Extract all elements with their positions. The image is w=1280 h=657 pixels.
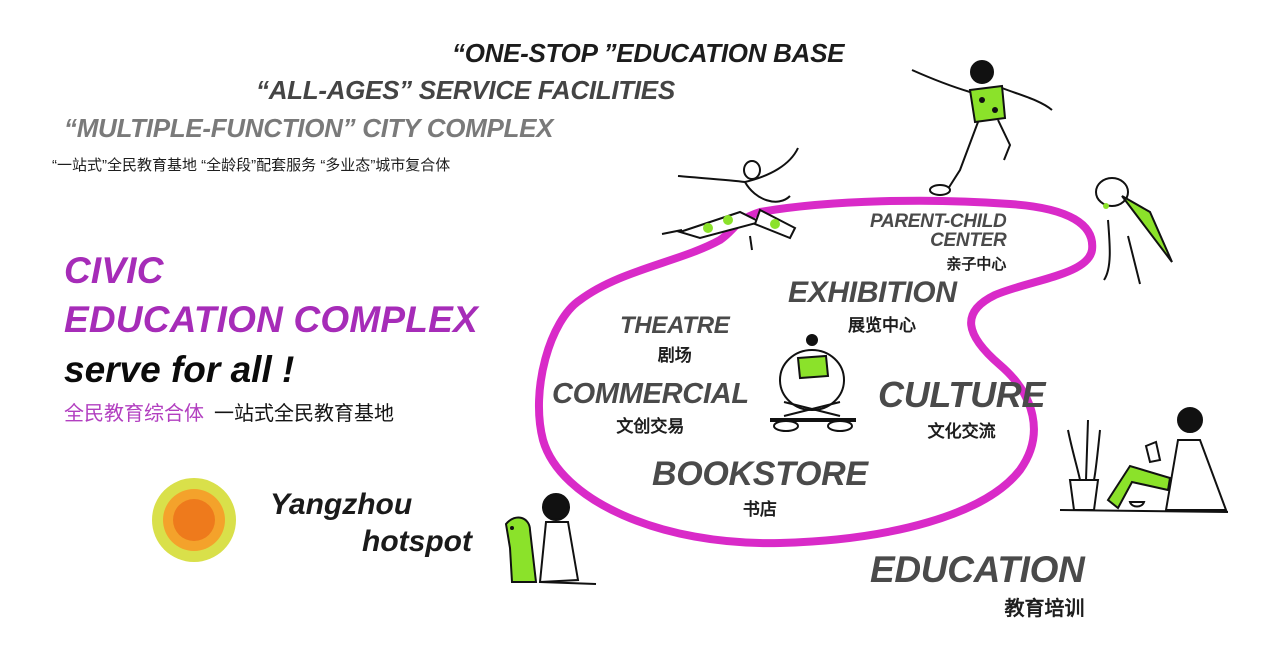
zone-education: EDUCATION 教育培训 — [870, 549, 1085, 621]
zone-culture-cn: 文化交流 — [927, 422, 996, 441]
slogan-one-stop: “ONE-STOP ”EDUCATION BASE — [452, 38, 845, 68]
zone-bookstore: BOOKSTORE 书店 — [652, 455, 868, 520]
woman-reading-with-plant-illustration — [1059, 407, 1229, 513]
zone-exhibition-cn: 展览中心 — [848, 316, 916, 335]
title-education-complex: EDUCATION COMPLEX — [64, 299, 478, 340]
jumping-boy-illustration — [911, 60, 1053, 196]
zone-education-en: EDUCATION — [870, 549, 1085, 590]
woman-with-dog-illustration — [504, 493, 597, 585]
zone-exhibition-en: EXHIBITION — [788, 276, 957, 309]
slogan-all-ages: “ALL-AGES” SERVICE FACILITIES — [256, 75, 675, 105]
zone-bookstore-cn: 书店 — [742, 500, 777, 519]
zone-commercial-en: COMMERCIAL — [552, 378, 749, 410]
title-civic: CIVIC — [64, 250, 164, 291]
zone-parent-child-en-1: PARENT-CHILD — [870, 211, 1007, 232]
hotspot-label: hotspot — [362, 525, 472, 558]
zone-theatre-en: THEATRE — [620, 312, 730, 339]
leaping-dancer-illustration — [661, 147, 799, 251]
zone-theatre-cn: 剧场 — [657, 346, 692, 365]
zone-commercial-cn: 文创交易 — [616, 417, 685, 436]
zone-bookstore-en: BOOKSTORE — [652, 455, 868, 493]
child-carrying-crocodile-illustration — [1095, 177, 1173, 285]
zone-parent-child-cn: 亲子中心 — [946, 256, 1007, 273]
hotspot-yangzhou: Yangzhou — [270, 488, 413, 521]
slogan-chinese: “一站式”全民教育基地 “全龄段”配套服务 “多业态”城市复合体 — [52, 157, 451, 174]
zone-education-cn: 教育培训 — [1004, 598, 1085, 620]
zone-commercial: COMMERCIAL 文创交易 — [552, 378, 749, 437]
slogan-multiple-function: “MULTIPLE-FUNCTION” CITY COMPLEX — [64, 113, 554, 143]
sun-circle-icon — [152, 478, 236, 562]
zone-parent-child: PARENT-CHILD CENTER 亲子中心 — [870, 211, 1007, 274]
zone-exhibition: EXHIBITION 展览中心 — [788, 276, 957, 336]
subtitle-dark: 一站式全民教育基地 — [214, 403, 394, 425]
reading-cross-legged-figure-illustration — [770, 334, 856, 432]
zone-culture: CULTURE 文化交流 — [878, 374, 1046, 442]
zone-culture-en: CULTURE — [878, 374, 1046, 415]
subtitle-pink: 全民教育综合体 — [64, 403, 204, 425]
tagline: serve for all ! — [64, 349, 295, 390]
zone-parent-child-en-2: CENTER — [930, 230, 1007, 251]
subtitle: 全民教育综合体一站式全民教育基地 — [64, 397, 394, 426]
zone-theatre: THEATRE 剧场 — [620, 312, 730, 366]
